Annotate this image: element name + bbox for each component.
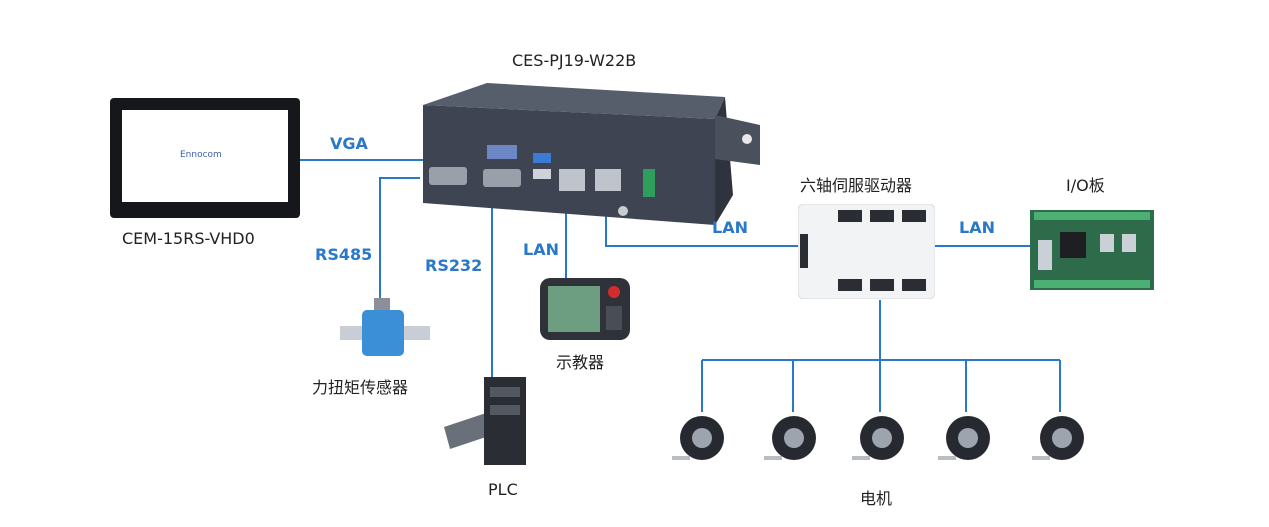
motor — [848, 412, 910, 470]
servo-driver-label: 六轴伺服驱动器 — [800, 176, 913, 195]
torque-sensor-label: 力扭矩传感器 — [312, 378, 409, 397]
motor — [1028, 412, 1090, 470]
controller-box — [415, 75, 765, 235]
hmi-panel: Ennocom — [110, 98, 300, 218]
motor — [668, 412, 730, 470]
torque-sensor — [340, 298, 430, 360]
lan-pendant-label: LAN — [523, 240, 559, 259]
motors-label: 电机 — [860, 489, 893, 508]
controller-label: CES-PJ19-W22B — [512, 51, 637, 70]
lan-io-label: LAN — [959, 218, 995, 237]
io-board — [1030, 210, 1154, 290]
vga-label: VGA — [330, 134, 368, 153]
plc — [440, 375, 530, 470]
servo-driver — [797, 203, 936, 300]
lan-driver-label: LAN — [712, 218, 748, 237]
teach-pendant — [540, 278, 630, 340]
hmi-brand: Ennocom — [180, 150, 222, 160]
hmi-label: CEM-15RS-VHD0 — [122, 229, 255, 248]
rs485-label: RS485 — [315, 245, 373, 264]
motor — [934, 412, 996, 470]
io-board-label: I/O板 — [1066, 176, 1105, 195]
motor — [760, 412, 822, 470]
plc-label: PLC — [488, 480, 518, 499]
teach-pendant-label: 示教器 — [556, 353, 605, 372]
rs485-link — [379, 177, 420, 300]
rs232-label: RS232 — [425, 256, 483, 275]
